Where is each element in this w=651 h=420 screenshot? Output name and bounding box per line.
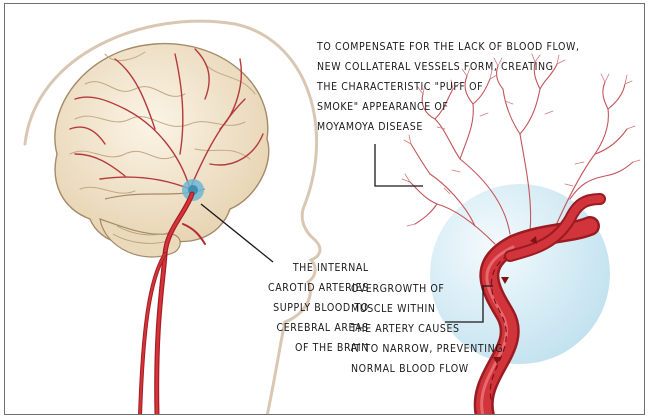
annotation-line: THE INTERNAL [268,258,369,278]
annotation-artery-narrowing: OVERGROWTH OF MUSCLE WITHIN THE ARTERY C… [351,279,503,379]
annotation-line: NEW COLLATERAL VESSELS FORM, CREATING [317,57,580,77]
annotation-line: TO COMPENSATE FOR THE LACK OF BLOOD FLOW… [317,37,580,57]
brain [55,44,269,257]
annotation-collateral-vessels: TO COMPENSATE FOR THE LACK OF BLOOD FLOW… [317,37,580,137]
annotation-line: MUSCLE WITHIN [351,299,503,319]
annotation-line: THE ARTERY CAUSES [351,319,503,339]
annotation-line: SMOKE" APPEARANCE OF [317,97,580,117]
annotation-line: THE CHARACTERISTIC "PUFF OF [317,77,580,97]
illustration-frame: TO COMPENSATE FOR THE LACK OF BLOOD FLOW… [4,3,645,415]
leader-line-collateral [375,144,423,186]
annotation-line: MOYAMOYA DISEASE [317,117,580,137]
annotation-line: NORMAL BLOOD FLOW [351,359,503,379]
annotation-line: IT TO NARROW, PREVENTING [351,339,503,359]
annotation-line: OVERGROWTH OF [351,279,503,299]
